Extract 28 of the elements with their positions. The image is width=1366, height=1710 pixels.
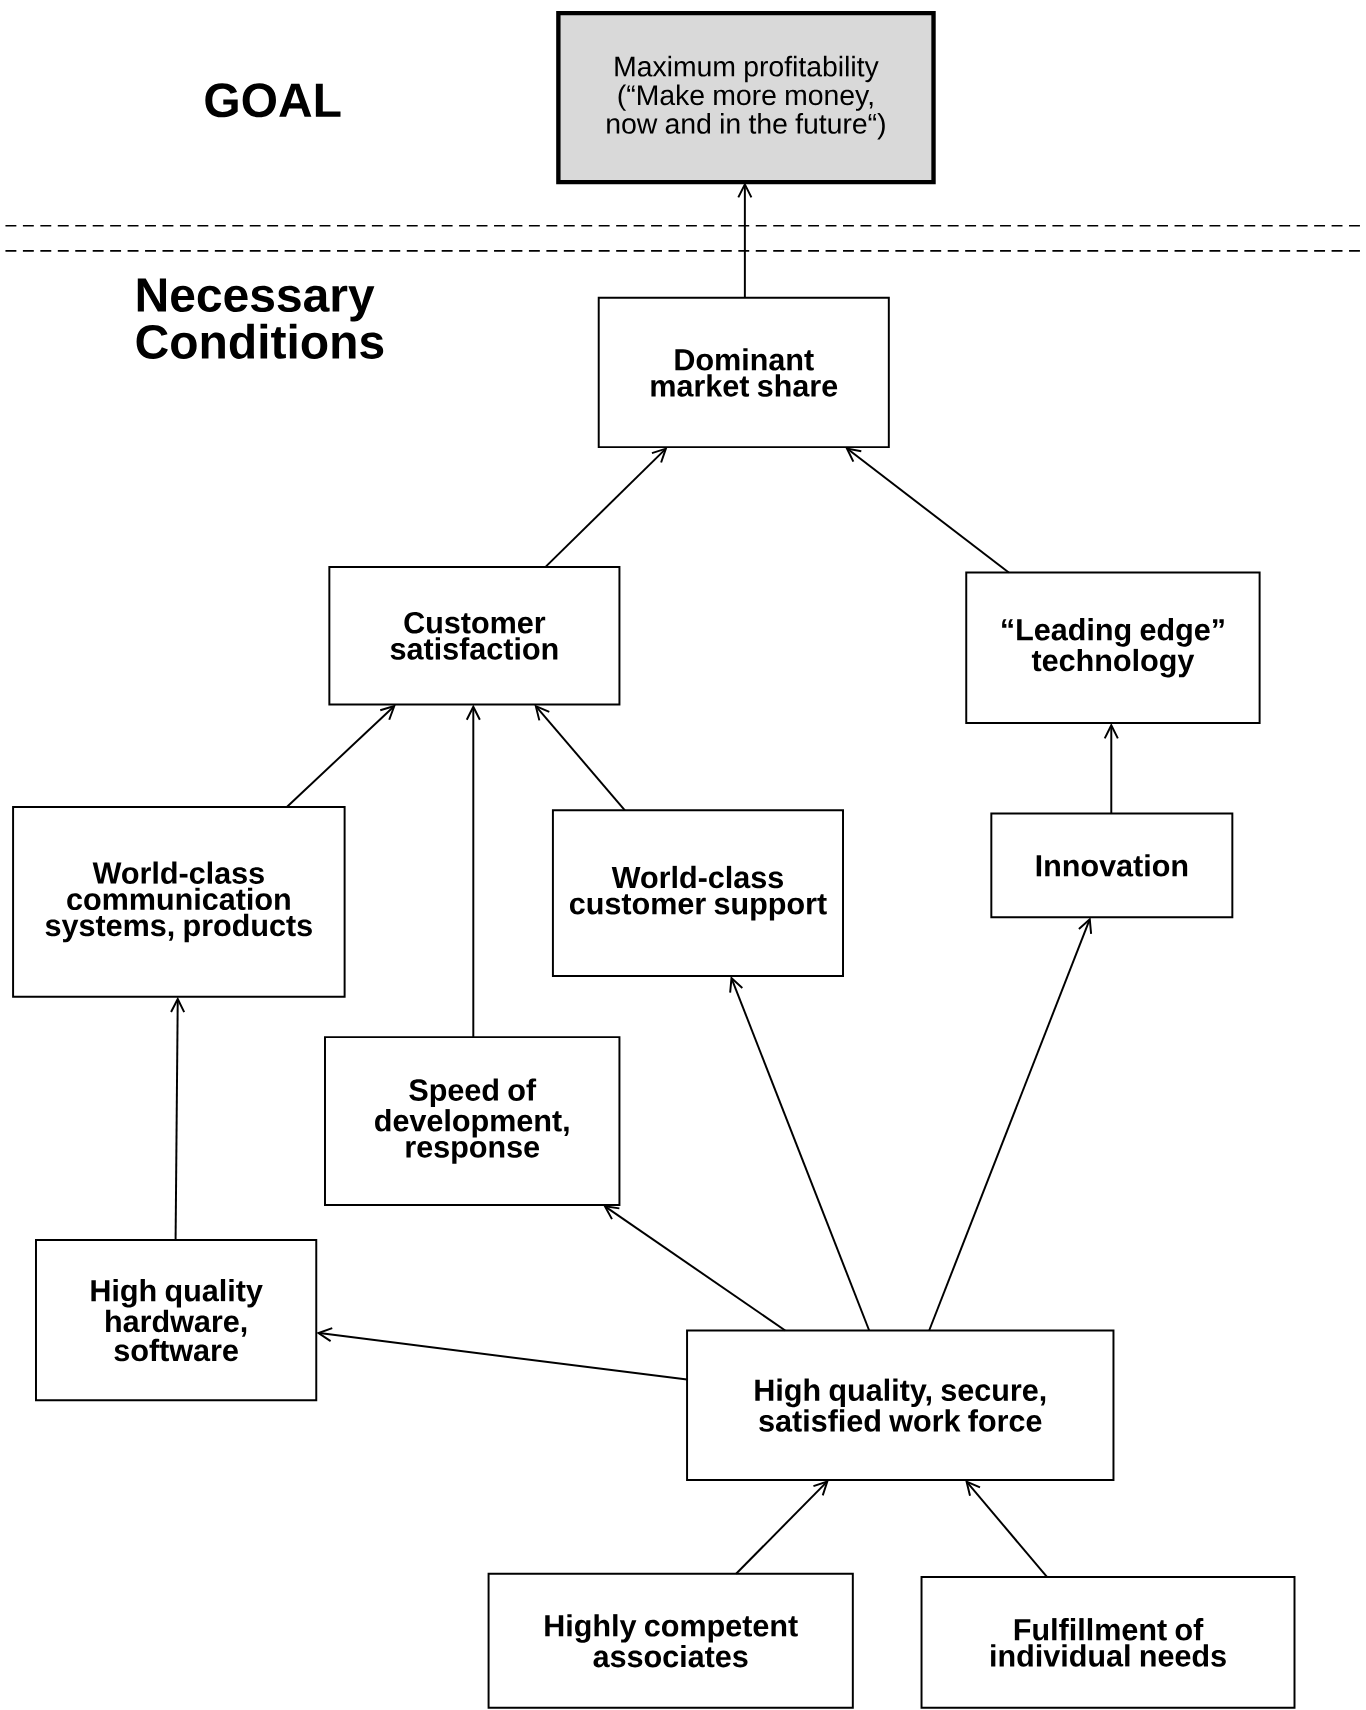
arrow xyxy=(169,996,185,1241)
condition-box: High quality, secure, satisfied work force xyxy=(685,1329,1115,1481)
arrow xyxy=(285,704,396,808)
condition-box: Innovation xyxy=(990,812,1234,919)
arrow xyxy=(602,1205,786,1332)
arrow xyxy=(737,182,753,299)
arrow xyxy=(316,1327,688,1381)
goal-heading: GOAL xyxy=(205,83,341,118)
goal-box: Maximum profitability (“Make more money, now and in the future“) xyxy=(555,10,936,185)
section-heading: Necessary Conditions xyxy=(136,278,383,359)
arrow xyxy=(927,917,1092,1332)
arrow xyxy=(544,447,668,569)
arrow xyxy=(728,976,870,1332)
condition-box: Fulfillment of individual needs xyxy=(920,1576,1296,1709)
condition-box: World-class customer support xyxy=(551,809,844,978)
condition-box: Customer satisfaction xyxy=(328,566,621,706)
condition-box: World-class communication systems, products xyxy=(11,806,346,998)
condition-box: Highly competent associates xyxy=(487,1572,854,1709)
arrow xyxy=(465,704,481,1039)
arrow xyxy=(1103,723,1119,815)
arrow xyxy=(964,1479,1048,1578)
arrow xyxy=(534,704,626,812)
arrow xyxy=(844,447,1010,574)
condition-box: Dominant market share xyxy=(597,296,890,449)
condition-box: High quality hardware, software xyxy=(34,1239,317,1402)
condition-box: Speed of development, response xyxy=(323,1036,621,1207)
arrow xyxy=(734,1479,829,1575)
condition-box: “Leading edge” technology xyxy=(965,571,1261,725)
